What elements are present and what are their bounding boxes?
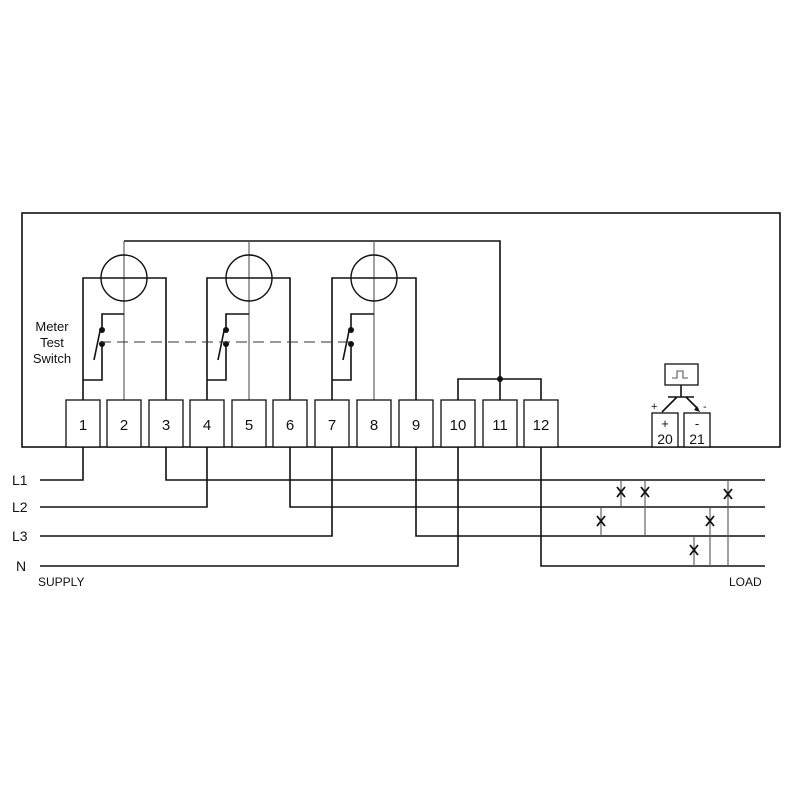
terminal-label: 1 — [79, 417, 87, 434]
load-label: LOAD — [729, 575, 762, 589]
load-fuse-icon — [616, 486, 626, 498]
terminal-label: 4 — [203, 417, 211, 434]
current-coil-wire — [206, 277, 291, 400]
pulse-icon — [672, 370, 688, 379]
terminal-21-label: 21 — [689, 431, 705, 447]
load-fuse-icon — [689, 544, 699, 556]
supply-label: SUPPLY — [38, 575, 84, 589]
line-l2 — [40, 447, 765, 508]
terminal-2 — [106, 399, 142, 448]
junction-dot — [497, 376, 503, 382]
pulse-plus-label: + — [651, 401, 657, 413]
terminal-label: 8 — [370, 417, 378, 434]
terminal-label: 3 — [162, 417, 170, 434]
meter-element-2 — [225, 254, 273, 302]
meter-element-1 — [100, 254, 148, 302]
line-label-l2: L2 — [12, 499, 28, 515]
pulse-minus-label: - — [703, 401, 707, 413]
pulse-output-box — [664, 363, 699, 386]
terminal-label: 12 — [533, 417, 550, 434]
load-fuse-icon — [596, 515, 606, 527]
terminal-4 — [189, 399, 225, 448]
terminal-label: 7 — [328, 417, 336, 434]
switch-contact — [99, 327, 105, 333]
terminal-12 — [523, 399, 559, 448]
test-label: Test — [40, 335, 64, 350]
test-switch-2 — [207, 313, 249, 381]
line-label-l1: L1 — [12, 472, 28, 488]
terminal-6 — [272, 399, 308, 448]
test-switch-1 — [83, 313, 124, 381]
terminal-label: 2 — [120, 417, 128, 434]
line-l3 — [40, 447, 765, 537]
current-coil-wire — [331, 277, 417, 400]
terminal-label: 9 — [412, 417, 420, 434]
switch-contact — [348, 327, 354, 333]
terminal-label: 5 — [245, 417, 253, 434]
terminal-5 — [231, 399, 267, 448]
terminal-9 — [398, 399, 434, 448]
terminal-label: 6 — [286, 417, 294, 434]
terminal-20-polarity: + — [661, 416, 669, 431]
terminal-11 — [482, 399, 518, 448]
terminal-10 — [440, 399, 476, 448]
arrow-icon — [694, 406, 700, 412]
line-n — [40, 447, 765, 567]
terminal-label: 11 — [492, 417, 508, 434]
terminal-20-label: 20 — [657, 431, 673, 447]
terminal-20 — [651, 412, 679, 448]
test-switch-3 — [332, 313, 374, 381]
terminal-21 — [683, 412, 711, 448]
meter-label: Meter — [35, 319, 69, 334]
terminal-8 — [356, 399, 392, 448]
terminal-21-polarity: - — [695, 416, 699, 431]
line-l1 — [40, 447, 765, 481]
line-label-n: N — [16, 558, 26, 574]
load-fuse-icon — [640, 486, 650, 498]
switch-contact — [223, 327, 229, 333]
current-coil-wire — [82, 277, 167, 400]
pulse-output-wiring — [661, 385, 699, 413]
terminal-label: 10 — [450, 417, 467, 434]
load-fuse-icon — [705, 515, 715, 527]
meter-element-3 — [350, 254, 398, 302]
load-fuse-icon — [723, 488, 733, 500]
terminal-3 — [148, 399, 184, 448]
switch-contact — [348, 341, 354, 347]
line-label-l3: L3 — [12, 528, 28, 544]
switch-label: Switch — [33, 351, 71, 366]
